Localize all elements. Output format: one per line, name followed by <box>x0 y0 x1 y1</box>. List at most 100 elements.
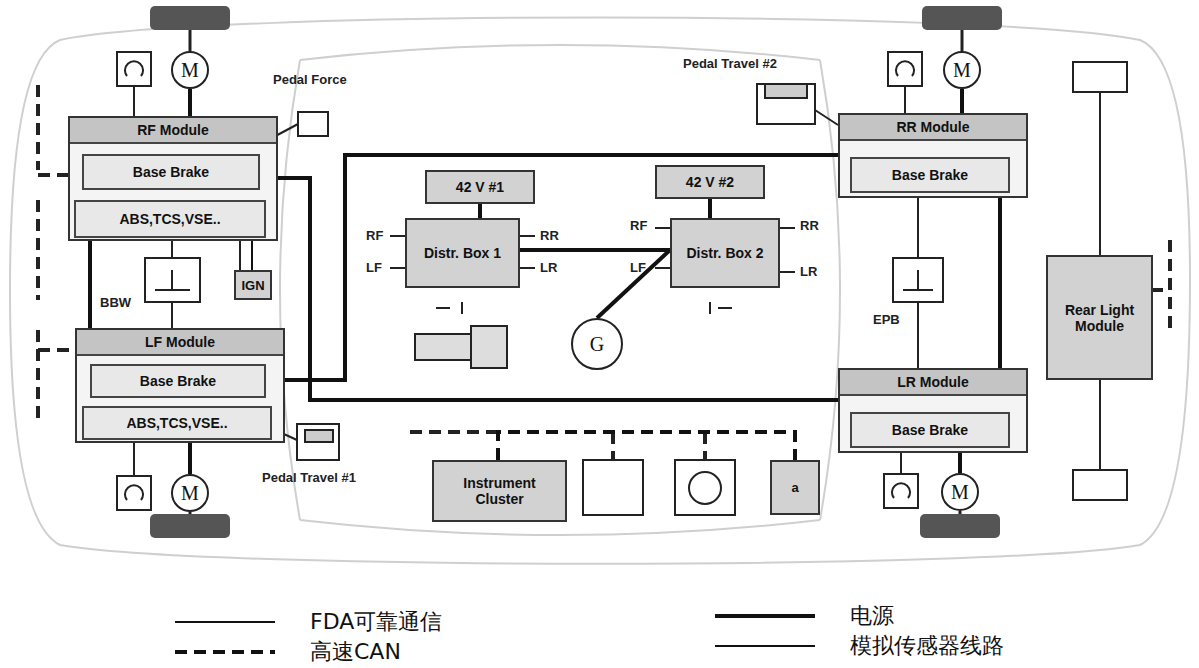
node-text: 42 V #2 <box>686 174 734 190</box>
node-text: Distr. Box 2 <box>686 245 763 261</box>
node-text: RF Module <box>70 118 276 144</box>
component-label: Pedal Force <box>273 72 347 87</box>
ground-marks <box>436 302 732 314</box>
node-text: Base Brake <box>892 167 968 183</box>
power-line <box>285 155 838 380</box>
wire <box>917 302 919 368</box>
yaw-mark <box>689 472 721 504</box>
wheel-speed-sensor <box>884 474 918 508</box>
pin-label: LF <box>366 260 382 275</box>
node-text: IGN <box>241 278 264 293</box>
can-line <box>38 85 1170 420</box>
wheel-speed-sensor <box>117 476 151 510</box>
pedal-mark <box>765 84 807 98</box>
legend-text: 模拟传感器线路 <box>850 631 1004 661</box>
node-text: M <box>953 59 971 82</box>
module-box: RR ModuleBase Brake <box>838 113 1028 198</box>
rear-light <box>1073 62 1127 92</box>
component-label: EPB <box>873 312 900 327</box>
wire <box>917 198 919 258</box>
base-brake-box: Base Brake <box>850 412 1010 448</box>
component-label: Pedal Travel #1 <box>262 470 356 485</box>
node-text: RR Module <box>840 115 1026 141</box>
wheels <box>150 6 1002 538</box>
legend-sample <box>175 650 275 654</box>
component-label: BBW <box>100 295 131 310</box>
acceleration-sensor: a <box>770 460 820 515</box>
component-label: Pedal Travel #2 <box>683 56 777 71</box>
node-text: Rear Light Module <box>1052 302 1147 334</box>
instrument-cluster: Instrument Cluster <box>432 460 567 522</box>
yaw-sensor <box>675 460 735 515</box>
function-box: ABS,TCS,VSE.. <box>74 200 266 238</box>
wire <box>133 443 135 476</box>
car-cabin <box>280 45 840 535</box>
module-box: RF ModuleBase BrakeABS,TCS,VSE.. <box>68 116 278 241</box>
shaft <box>961 30 964 51</box>
base-brake-box: Base Brake <box>90 364 266 398</box>
motor-circle: M <box>171 474 209 512</box>
legend-text: 高速CAN <box>310 637 401 667</box>
wheel <box>150 6 230 30</box>
actuator <box>471 326 507 368</box>
node-text: ABS,TCS,VSE.. <box>126 415 227 431</box>
shaft <box>959 511 962 514</box>
wire <box>904 86 906 113</box>
legend-sample <box>715 614 815 618</box>
power-line <box>998 198 1002 368</box>
wire <box>815 110 838 125</box>
shaft <box>189 512 192 514</box>
motor-circle: M <box>941 473 979 511</box>
pin-label: LR <box>800 264 817 279</box>
module-box: LR ModuleBase Brake <box>838 368 1028 453</box>
wire <box>1099 380 1101 470</box>
distribution-box: Distr. Box 2 <box>670 218 780 288</box>
pin-label: LR <box>540 260 557 275</box>
pedal-mark <box>305 430 333 442</box>
wheel <box>920 514 1000 538</box>
pin-label: RF <box>630 218 647 233</box>
power-line <box>520 248 670 252</box>
wire <box>1099 92 1101 255</box>
can-line <box>410 432 705 460</box>
car-body <box>10 18 1190 564</box>
power-source-box: 42 V #1 <box>425 170 535 204</box>
power-source-box: 42 V #2 <box>655 165 765 199</box>
power-line <box>958 453 962 473</box>
pin-label: RR <box>540 228 559 243</box>
node-text: M <box>181 59 199 82</box>
power-line <box>188 443 192 474</box>
node-text: M <box>181 482 199 505</box>
node-text: a <box>791 480 798 495</box>
distribution-box: Distr. Box 1 <box>405 218 520 288</box>
wire <box>171 302 173 328</box>
node-text: Base Brake <box>133 164 209 180</box>
power-line <box>88 241 92 328</box>
wire <box>133 86 135 116</box>
power-line <box>188 89 192 116</box>
pin-label: RR <box>800 218 819 233</box>
wire <box>239 241 241 270</box>
can-bus-line <box>498 432 795 460</box>
power-line <box>478 204 482 218</box>
pedal-force-sensor <box>298 112 328 136</box>
wheel <box>150 514 230 538</box>
rear-light-module: Rear Light Module <box>1046 255 1153 380</box>
legend-text: 电源 <box>850 601 894 631</box>
legend-sample <box>175 621 275 623</box>
wire <box>900 453 902 474</box>
legend-text: FDA可靠通信 <box>310 607 442 637</box>
power-line <box>251 241 253 270</box>
shaft <box>189 30 192 51</box>
node-text: Distr. Box 1 <box>424 245 501 261</box>
generator-circle: G <box>571 318 623 370</box>
wheel-speed-sensor <box>888 52 922 86</box>
rear-light <box>1073 470 1127 500</box>
motor-circle: M <box>171 51 209 89</box>
node-text: G <box>590 333 604 356</box>
actuator <box>415 334 471 360</box>
node-text: Base Brake <box>140 373 216 389</box>
steering-sensor <box>583 460 643 515</box>
base-brake-box: Base Brake <box>850 157 1010 193</box>
